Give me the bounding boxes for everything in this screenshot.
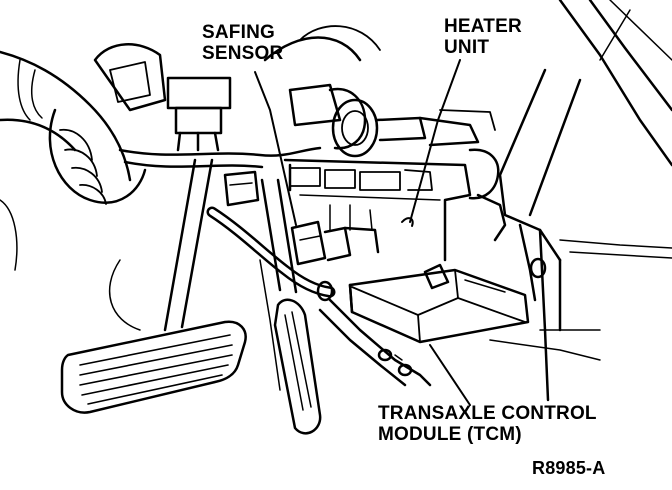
floor-lines — [109, 259, 601, 391]
safing-sensor — [290, 220, 380, 266]
heater-unit-label-line-2: UNIT — [444, 37, 490, 58]
tcm-bracket — [318, 298, 432, 387]
accelerator-pedal — [260, 178, 322, 435]
figure-reference: R8985-A — [532, 458, 606, 478]
tcm-label-line-2: MODULE (TCM) — [378, 424, 522, 445]
heater-unit-housing — [283, 83, 507, 262]
upper-connectors — [118, 25, 381, 207]
door-frame — [498, 0, 672, 402]
heater-unit-label-line-1: HEATER — [444, 16, 522, 37]
safing-sensor-label-line-2: SENSOR — [202, 43, 284, 64]
tcm-label-line-1: TRANSAXLE CONTROL — [378, 403, 597, 424]
safing-sensor-label: SAFING SENSOR — [202, 22, 283, 64]
leader-lines — [254, 59, 471, 406]
release-lever — [206, 206, 336, 302]
steering-column — [0, 43, 167, 271]
heater-unit-label: HEATER UNIT — [444, 16, 522, 58]
safing-sensor-label-line-1: SAFING — [202, 22, 275, 43]
tcm-module — [348, 263, 530, 344]
tcm-label: TRANSAXLE CONTROL MODULE (TCM) — [378, 403, 597, 445]
brake-pedal — [60, 158, 247, 414]
